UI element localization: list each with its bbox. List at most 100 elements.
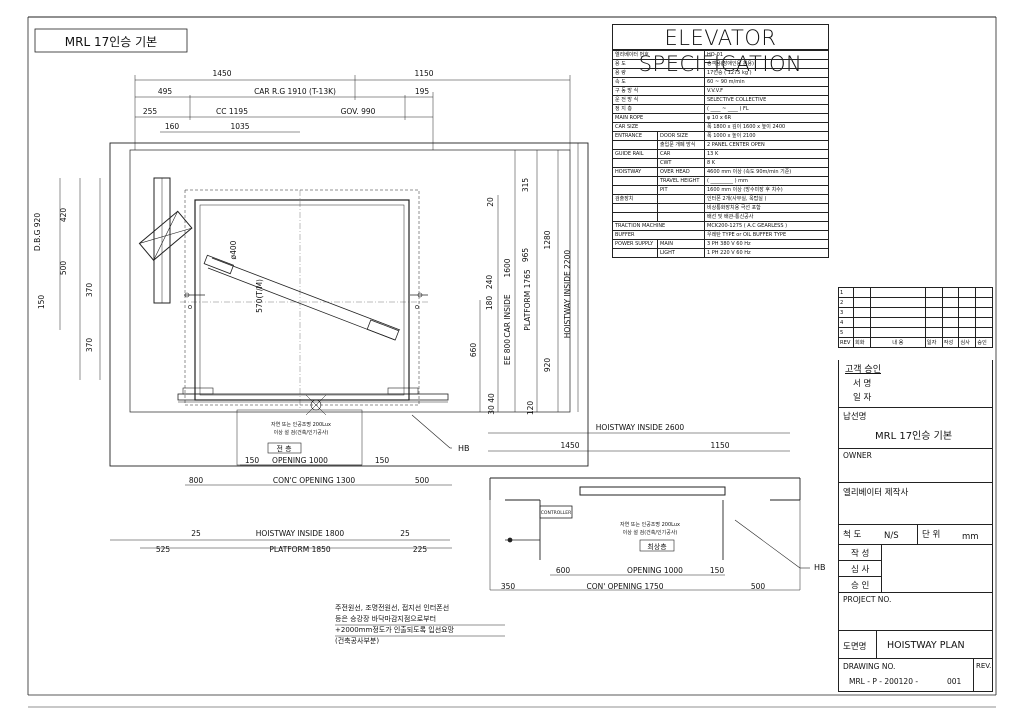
rev-header: REV — [838, 337, 854, 348]
plan-dimension-texts: 1450 1150 495 CAR R.G 1910 (T-13K) 195 2… — [33, 69, 572, 554]
spec-value: 17인승 ( 1275 kg ) — [704, 68, 829, 78]
spec-key — [612, 248, 658, 258]
spec-key: 정 지 층 — [612, 104, 705, 114]
rev-header: 내 용 — [869, 337, 926, 348]
spec-value: 2 PANEL CENTER OPEN — [704, 140, 829, 150]
drawing-name-label: 도면명 — [843, 642, 867, 652]
dim-text: 150 — [710, 566, 725, 575]
spec-subkey: DOOR SIZE — [657, 131, 705, 141]
dim-text: 420 — [59, 208, 68, 223]
dim-text: 370 — [85, 283, 94, 298]
spec-value: HO-01 — [704, 50, 829, 60]
spec-value: 4600 mm 이상 (속도 90m/min 기준) — [704, 167, 829, 177]
spec-key — [612, 158, 658, 168]
spec-key: HOISTWAY — [612, 167, 658, 177]
drawing-name: HOISTWAY PLAN — [887, 640, 965, 651]
spec-row: TRAVEL HEIGHT( _________ ) mm — [612, 176, 829, 186]
dim-text: 25 — [191, 529, 201, 538]
dim-text: 160 — [165, 122, 180, 131]
spec-value: 1 PH 220 V 60 Hz — [704, 248, 829, 258]
dim-text: 965 — [521, 248, 530, 263]
rev-mark: 1 — [838, 287, 854, 298]
spec-key: 속 도 — [612, 77, 705, 87]
dim-text: 1280 — [543, 230, 552, 249]
inner-label: ø400 — [229, 240, 238, 259]
dim-text: 600 — [556, 566, 571, 575]
spec-key: 용 도 — [612, 59, 705, 69]
spec-row: 배선 및 배관-통신공사 — [612, 212, 829, 222]
rev-value: 001 — [947, 677, 962, 686]
spec-key: BUFFER — [612, 230, 705, 240]
dim-text: EE 800 — [503, 339, 512, 365]
spec-value: 배선 및 배관-통신공사 — [704, 212, 829, 222]
scale-label: 척 도 — [843, 530, 862, 540]
approved-label: 승 인 — [851, 581, 870, 591]
dim-text: 1450 — [560, 441, 579, 450]
rev-header: 승인 — [975, 337, 993, 348]
spec-value: MCK200-1275 ( A.C GEARLESS ) — [704, 221, 829, 231]
site-name: MRL 17인승 기본 — [875, 431, 953, 442]
dim-text: 500 — [415, 476, 430, 485]
site-name-label: 납선명 — [843, 412, 867, 422]
spec-value: 비상통화장치용 극선 포함 — [704, 203, 829, 213]
dim-text: 1600 — [503, 258, 512, 277]
spec-value: 1600 mm 이상 (방수미장 후 치수) — [704, 185, 829, 195]
unit-value: mm — [962, 532, 979, 542]
drawing-no-label: DRAWING NO. — [843, 662, 896, 671]
spec-value: 우레탄 TYPE or OIL BUFFER TYPE — [704, 230, 829, 240]
dim-text: 920 — [543, 358, 552, 373]
lighting-note: 자연 또는 인공조명 200Lux — [271, 421, 331, 428]
rev-header: 심사 — [958, 337, 977, 348]
spec-value: 13 K — [704, 149, 829, 159]
scale-value: N/S — [884, 531, 899, 541]
spec-key — [612, 140, 658, 150]
spec-value: SELECTIVE COLLECTIVE — [704, 95, 829, 105]
spec-key: 용 량 — [612, 68, 705, 78]
dim-text: 350 — [501, 582, 516, 591]
dim-text: 150 — [245, 456, 260, 465]
landing-plan-view — [488, 432, 810, 591]
floor-label: 전 층 — [276, 444, 292, 453]
spec-key: 엘리베이터 번호 — [612, 50, 705, 60]
spec-subkey — [657, 203, 705, 213]
drawn-label: 작 성 — [851, 549, 870, 559]
spec-key — [612, 176, 658, 186]
spec-title: ELEVATOR SPECIFICATION — [612, 24, 829, 76]
section-title: HOISTWAY INSIDE 2600 — [596, 423, 685, 432]
dim-text: 150 — [375, 456, 390, 465]
dim-text: D.B.G 920 — [33, 213, 42, 251]
dim-text: CON' OPENING 1750 — [586, 582, 663, 591]
lighting-note: 이상 설 검(건축/인기공사) — [623, 529, 678, 536]
dim-text: 500 — [751, 582, 766, 591]
dim-text: 255 — [143, 107, 158, 116]
electrical-note: 주전원선, 조명전원선, 접지선 인터폰선 등은 승강장 바닥마감지점으로부터 … — [335, 603, 505, 645]
date-label: 일 자 — [853, 393, 872, 403]
hb-label: HB — [814, 563, 826, 572]
spec-key: 운 전 방 식 — [612, 95, 705, 105]
note-line: 주전원선, 조명전원선, 접지선 인터폰선 — [335, 603, 449, 612]
dim-text: 150 — [37, 295, 46, 310]
customer-approval: 고객 승인 — [845, 365, 881, 375]
dim-text: CON'C OPENING 1300 — [273, 476, 356, 485]
spec-subkey: 출입문 개폐 방식 — [657, 140, 705, 150]
rev-label: REV. — [976, 662, 992, 670]
title-block: 고객 승인 서 명 일 자 납선명 MRL 17인승 기본 OWNER 엘리베이… — [838, 360, 993, 692]
rev-header: 작성 — [941, 337, 960, 348]
dim-text: 120 — [526, 401, 535, 416]
spec-value: 폭 1000 x 높이 2100 — [704, 131, 829, 141]
landing-texts: HOISTWAY INSIDE 2600 1450 1150 CONTROLLE… — [501, 423, 826, 591]
spec-value: V.V.V.F — [704, 86, 829, 96]
spec-subkey: MAIN — [657, 239, 705, 249]
rev-mark: 4 — [838, 317, 854, 328]
dim-text: 1150 — [710, 441, 729, 450]
